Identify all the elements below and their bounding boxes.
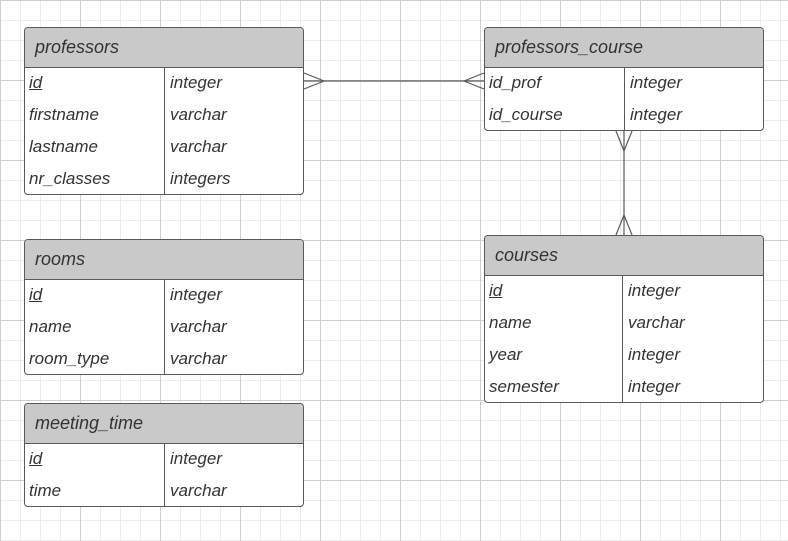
entity-professors[interactable]: professors id integer firstname varchar … bbox=[24, 27, 304, 195]
entity-professors-course-fields: id_prof integer id_course integer bbox=[485, 68, 763, 130]
field-name: lastname bbox=[25, 132, 165, 164]
field-type: varchar bbox=[170, 349, 227, 368]
field-name: nr_classes bbox=[25, 164, 165, 194]
field-name: year bbox=[485, 340, 623, 372]
field-name: id bbox=[25, 280, 165, 312]
field-row[interactable]: id integer bbox=[25, 444, 303, 476]
field-name: id bbox=[25, 68, 165, 100]
field-row[interactable]: id integer bbox=[25, 280, 303, 312]
entity-rooms-title: rooms bbox=[25, 240, 303, 280]
field-row[interactable]: time varchar bbox=[25, 476, 303, 506]
field-row[interactable]: lastname varchar bbox=[25, 132, 303, 164]
field-row[interactable]: id_prof integer bbox=[485, 68, 763, 100]
field-name: firstname bbox=[25, 100, 165, 132]
field-type: integer bbox=[630, 73, 682, 92]
entity-courses-fields: id integer name varchar year integer sem… bbox=[485, 276, 763, 402]
field-row[interactable]: name varchar bbox=[25, 312, 303, 344]
field-row[interactable]: year integer bbox=[485, 340, 763, 372]
field-name: id bbox=[485, 276, 623, 308]
crows-foot-many-icon bbox=[615, 213, 633, 236]
entity-courses[interactable]: courses id integer name varchar year int… bbox=[484, 235, 764, 403]
field-row[interactable]: id integer bbox=[25, 68, 303, 100]
field-type: integer bbox=[628, 345, 680, 364]
entity-professors-title: professors bbox=[25, 28, 303, 68]
field-type: varchar bbox=[170, 137, 227, 156]
field-type: varchar bbox=[170, 105, 227, 124]
field-row[interactable]: firstname varchar bbox=[25, 100, 303, 132]
crows-foot-many-icon bbox=[303, 72, 326, 90]
relationship-professors-course-courses[interactable] bbox=[615, 130, 633, 236]
field-type: integer bbox=[628, 377, 680, 396]
field-name: time bbox=[25, 476, 165, 506]
field-type: varchar bbox=[170, 317, 227, 336]
entity-meeting-time-title: meeting_time bbox=[25, 404, 303, 444]
field-row[interactable]: name varchar bbox=[485, 308, 763, 340]
field-name: semester bbox=[485, 372, 623, 402]
entity-courses-title: courses bbox=[485, 236, 763, 276]
crows-foot-many-icon bbox=[462, 72, 485, 90]
entity-meeting-time-fields: id integer time varchar bbox=[25, 444, 303, 506]
field-name: id bbox=[25, 444, 165, 476]
field-row[interactable]: semester integer bbox=[485, 372, 763, 402]
field-name: id_prof bbox=[485, 68, 625, 100]
field-name: name bbox=[485, 308, 623, 340]
entity-professors-course-title: professors_course bbox=[485, 28, 763, 68]
field-type: integer bbox=[170, 449, 222, 468]
entity-professors-course[interactable]: professors_course id_prof integer id_cou… bbox=[484, 27, 764, 131]
field-type: integer bbox=[630, 105, 682, 124]
entity-professors-fields: id integer firstname varchar lastname va… bbox=[25, 68, 303, 194]
field-type: integer bbox=[170, 285, 222, 304]
field-type: varchar bbox=[170, 481, 227, 500]
field-name: room_type bbox=[25, 344, 165, 374]
entity-rooms[interactable]: rooms id integer name varchar room_type … bbox=[24, 239, 304, 375]
field-name: id_course bbox=[485, 100, 625, 130]
crows-foot-many-icon bbox=[615, 130, 633, 153]
field-name: name bbox=[25, 312, 165, 344]
field-row[interactable]: id integer bbox=[485, 276, 763, 308]
field-row[interactable]: room_type varchar bbox=[25, 344, 303, 374]
field-type: integer bbox=[628, 281, 680, 300]
entity-meeting-time[interactable]: meeting_time id integer time varchar bbox=[24, 403, 304, 507]
entity-rooms-fields: id integer name varchar room_type varcha… bbox=[25, 280, 303, 374]
relationship-professors-professors-course[interactable] bbox=[303, 72, 485, 90]
field-type: integer bbox=[170, 73, 222, 92]
field-type: varchar bbox=[628, 313, 685, 332]
field-type: integers bbox=[170, 169, 231, 188]
field-row[interactable]: id_course integer bbox=[485, 100, 763, 130]
field-row[interactable]: nr_classes integers bbox=[25, 164, 303, 194]
